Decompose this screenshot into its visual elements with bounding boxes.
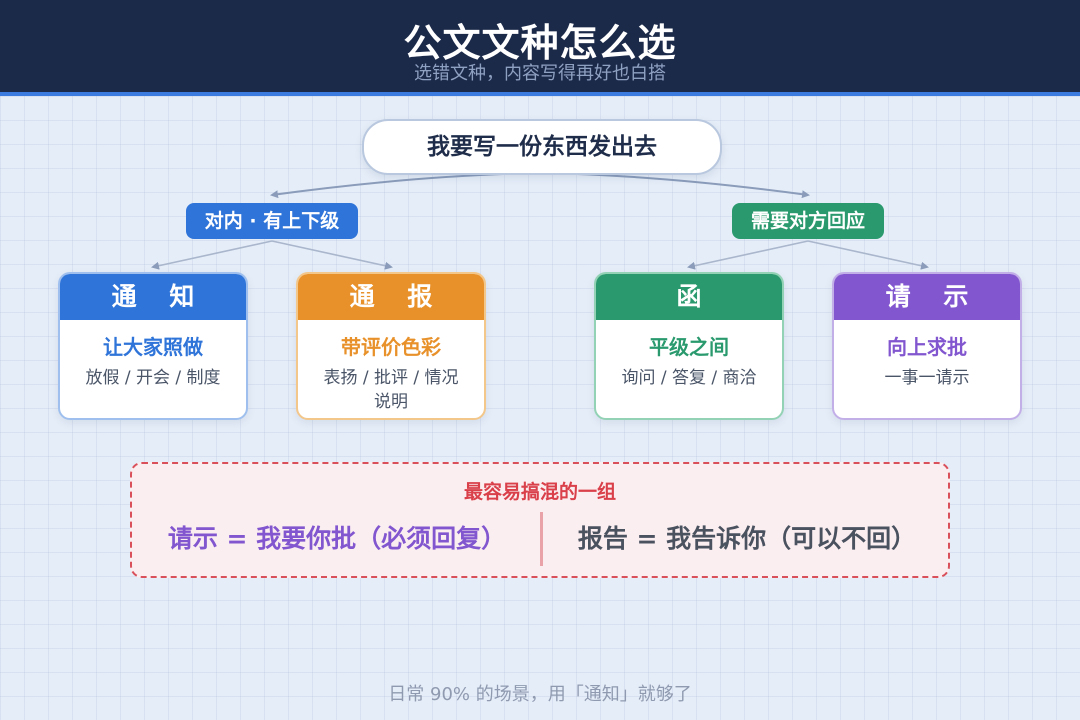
connector-right-letter <box>687 240 809 270</box>
card-keyword: 平级之间 <box>649 335 729 359</box>
card-letter: 函 平级之间 询问 / 答复 / 商洽 <box>594 272 784 420</box>
card-title: 函 <box>596 274 782 320</box>
card-keyword: 向上求批 <box>887 335 967 359</box>
card-keyword: 带评价色彩 <box>341 335 441 359</box>
card-description: 一事一请示 <box>884 368 970 388</box>
card-title: 请 示 <box>834 274 1020 320</box>
branch-internal: 对内 · 有上下级 <box>186 203 358 239</box>
comparison-divider <box>540 512 543 566</box>
card-bulletin: 通 报 带评价色彩 表扬 / 批评 / 情况说明 <box>296 272 486 420</box>
comparison-report: 报告 = 我告诉你（可以不回） <box>577 524 917 553</box>
card-description: 表扬 / 批评 / 情况说明 <box>323 368 459 412</box>
card-request: 请 示 向上求批 一事一请示 <box>832 272 1022 420</box>
card-description: 询问 / 答复 / 商洽 <box>621 368 757 388</box>
connector-root-right <box>539 172 810 199</box>
page-subtitle: 选错文种，内容写得再好也白搭 <box>414 63 666 84</box>
card-description: 放假 / 开会 / 制度 <box>85 368 221 388</box>
connector-root-left <box>270 172 541 199</box>
page-title: 公文文种怎么选 <box>403 21 677 65</box>
confusion-title: 最容易搞混的一组 <box>463 481 616 503</box>
connector-left-bulletin <box>271 240 393 270</box>
connector-right-request <box>807 240 929 270</box>
card-title: 通 报 <box>298 274 484 320</box>
card-notice: 通 知 让大家照做 放假 / 开会 / 制度 <box>58 272 248 420</box>
confusion-box: 最容易搞混的一组 请示 = 我要你批（必须回复） 报告 = 我告诉你（可以不回） <box>130 462 950 578</box>
root-node: 我要写一份东西发出去 <box>362 119 722 175</box>
card-keyword: 让大家照做 <box>103 335 203 359</box>
branch-response: 需要对方回应 <box>732 203 884 239</box>
comparison-request: 请示 = 我要你批（必须回复） <box>167 524 507 553</box>
header-bar: 公文文种怎么选 选错文种，内容写得再好也白搭 <box>0 0 1080 96</box>
footer-note: 日常 90% 的场景，用「通知」就够了 <box>388 684 692 705</box>
connector-left-notice <box>151 240 273 270</box>
card-title: 通 知 <box>60 274 246 320</box>
